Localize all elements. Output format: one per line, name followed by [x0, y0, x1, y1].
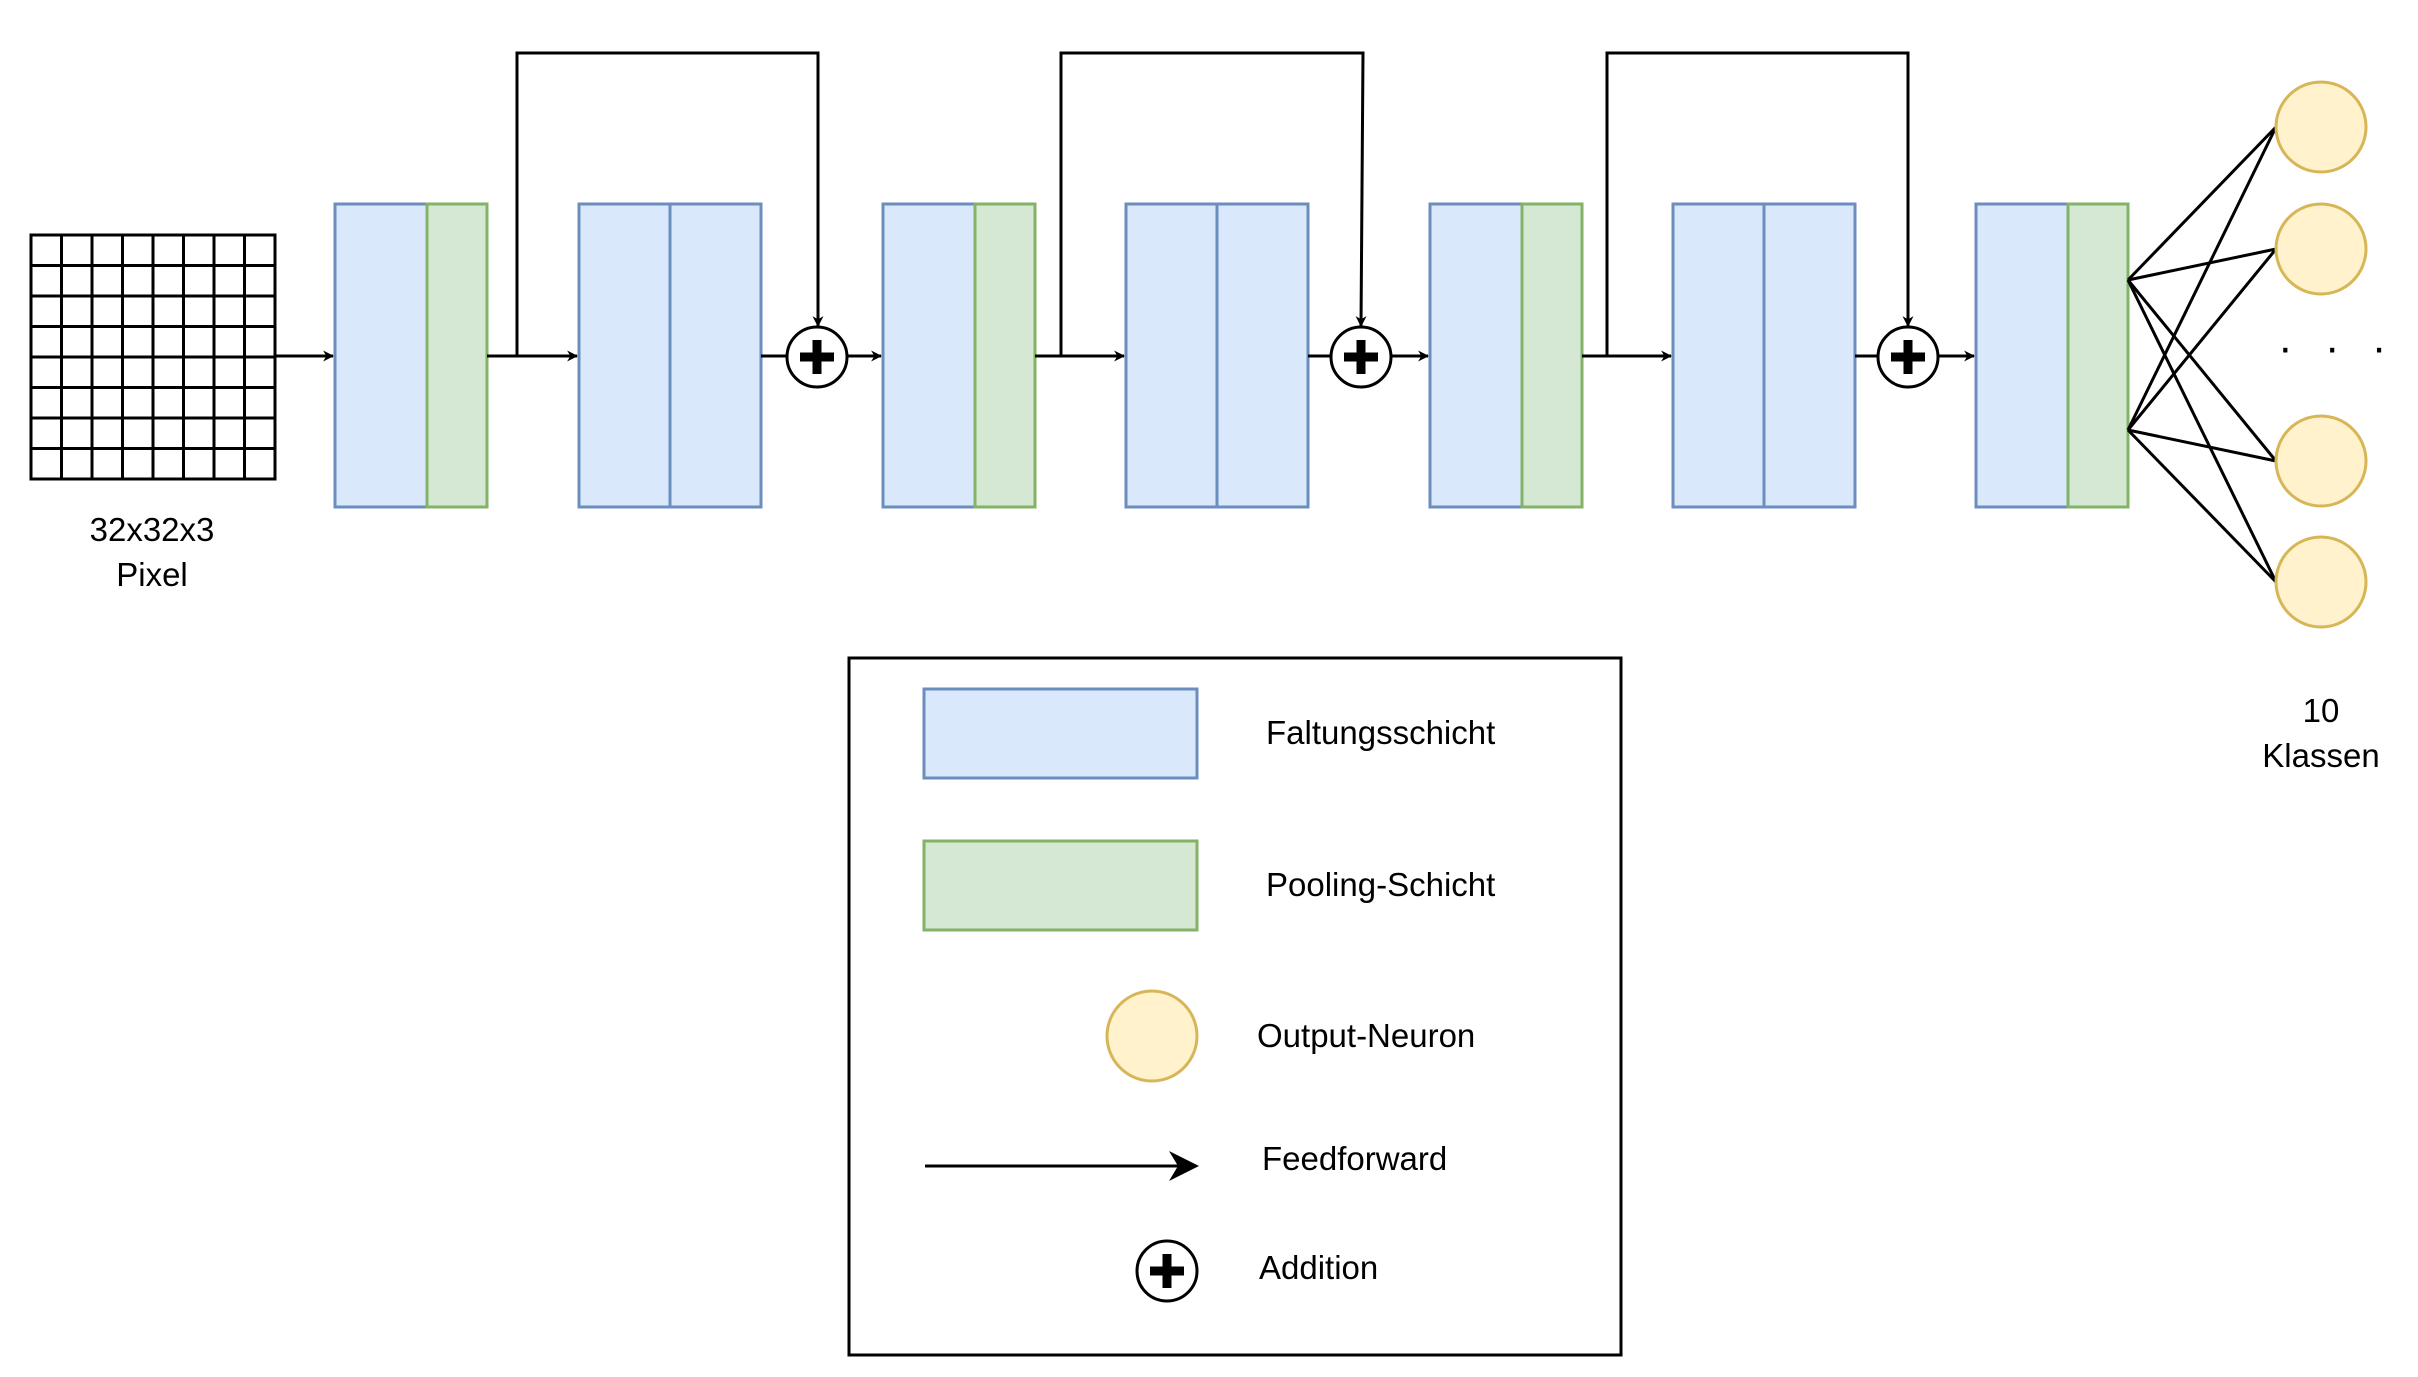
output-neuron-3 — [2274, 414, 2368, 508]
legend-pool-swatch — [922, 839, 1199, 932]
legend-conv-label: Faltungsschicht — [1266, 714, 1496, 751]
pool-layer-1 — [425, 202, 489, 509]
legend-box — [847, 656, 1623, 1357]
pool-layer-3 — [1520, 202, 1584, 509]
output-neuron-1 — [2274, 80, 2368, 174]
output-label: 10 Klassen — [2216, 688, 2418, 778]
conv-layer-4 — [881, 202, 977, 509]
input-label-line1: 32x32x3 — [89, 511, 215, 548]
addition-node-1 — [785, 325, 849, 389]
output-connections — [2126, 125, 2278, 584]
input-pixel-grid — [29, 233, 277, 481]
addition-node-2 — [1329, 325, 1393, 389]
input-label-line2: Pixel — [116, 556, 188, 593]
output-ellipsis: · · · — [2278, 323, 2397, 372]
output-label-line2: Klassen — [2262, 737, 2380, 774]
legend-feedforward-label: Feedforward — [1262, 1140, 1448, 1177]
conv-layer-2 — [577, 202, 672, 509]
pool-layer-2 — [973, 202, 1037, 509]
legend-neuron-label: Output-Neuron — [1257, 1017, 1476, 1054]
conv-layer-3 — [668, 202, 763, 509]
output-neuron-4 — [2274, 535, 2368, 629]
conv-layer-1 — [333, 202, 429, 509]
legend-addition-icon — [1135, 1239, 1199, 1303]
conv-layer-10 — [1974, 202, 2070, 509]
conv-layer-6 — [1215, 202, 1310, 509]
legend-neuron-swatch — [1105, 989, 1199, 1083]
pool-layer-4 — [2066, 202, 2130, 509]
input-label: 32x32x3 Pixel — [30, 507, 274, 597]
conv-layer-9 — [1762, 202, 1857, 509]
legend-addition-label: Addition — [1259, 1249, 1379, 1286]
legend-conv-swatch — [922, 687, 1199, 780]
conv-layer-7 — [1428, 202, 1524, 509]
output-label-line1: 10 — [2302, 692, 2340, 729]
conv-layer-8 — [1671, 202, 1766, 509]
addition-node-3 — [1876, 325, 1940, 389]
legend-pool-label: Pooling-Schicht — [1266, 866, 1496, 903]
skip-connections — [515, 51, 1914, 356]
output-neuron-2 — [2274, 202, 2368, 296]
conv-layer-5 — [1124, 202, 1219, 509]
